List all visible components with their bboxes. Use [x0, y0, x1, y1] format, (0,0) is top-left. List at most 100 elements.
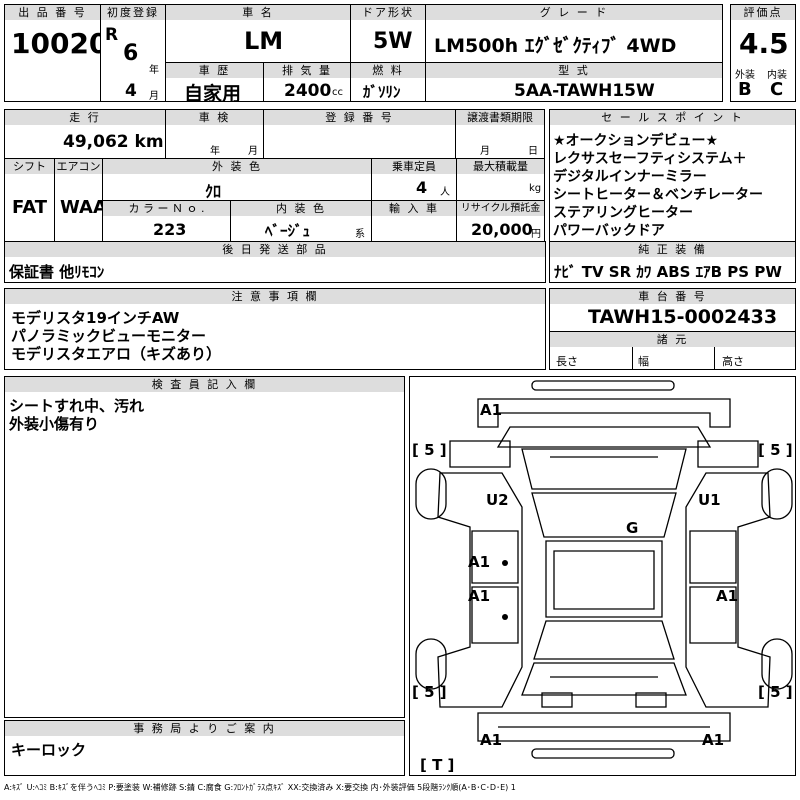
model-value: 5AA-TAWH15W — [514, 81, 655, 101]
sales-line: シートヒーター＆ベンチレーター — [553, 187, 763, 203]
lot-label: 出 品 番 号 — [5, 5, 100, 20]
tire-fr: [ 5 ] — [758, 441, 793, 459]
mileage-value: 49,062 km — [63, 132, 164, 152]
specs-length: 長さ — [556, 355, 578, 368]
capacity-label: 乗車定員 — [372, 159, 456, 174]
mileage-cell: 走 行 49,062 km — [4, 109, 166, 159]
score-int-label: 内装 — [767, 70, 787, 81]
int-color-unit: 系 — [355, 229, 365, 240]
score-cell: 評価点 4.5 外装 内装 B C — [730, 4, 796, 102]
office-value: キーロック — [11, 741, 87, 759]
mark-left-rear: A1 — [468, 587, 491, 605]
inspector-label: 検 査 員 記 入 欄 — [5, 377, 404, 392]
specs-height: 高さ — [722, 355, 744, 368]
score-value: 4.5 — [739, 27, 789, 60]
capacity-unit: 人 — [440, 187, 450, 198]
inspection-month-unit: 月 — [248, 146, 258, 157]
equipment-value: ﾅﾋﾞ TV SR ｶﾜ ABS ｴｱB PS PW — [554, 263, 782, 281]
capacity-value: 4 — [416, 178, 428, 197]
car-name: LM — [244, 27, 284, 55]
capacity-cell: 乗車定員 4 人 — [371, 158, 457, 201]
car-name-cell: 車 名 LM — [165, 4, 351, 63]
score-ext: B — [738, 79, 752, 100]
ext-color-value: ｸﾛ — [205, 182, 222, 201]
later-parts-cell: 後 日 発 送 部 品 保証書 他ﾘﾓｺﾝ — [4, 241, 546, 283]
model-label: 型 式 — [426, 63, 722, 78]
transfer-label: 譲渡書類期限 — [456, 110, 544, 125]
score-ext-label: 外装 — [735, 70, 755, 81]
grade-value: LM500h ｴｸﾞｾﾞｸﾃｨﾌﾞ 4WD — [434, 35, 677, 57]
inspection-label: 車 検 — [166, 110, 263, 125]
equipment-label: 純 正 装 備 — [550, 242, 795, 257]
door-label: ドア形状 — [351, 5, 425, 20]
shift-value: FAT — [12, 197, 48, 218]
mark-left-mid: A1 — [468, 553, 491, 571]
tire-fl: [ 5 ] — [412, 441, 447, 459]
lot-cell: 出 品 番 号 10020 — [4, 4, 101, 102]
car-name-label: 車 名 — [166, 5, 350, 20]
caution-line: モデリスタエアロ（キズあり） — [11, 345, 222, 363]
inspection-year-unit: 年 — [210, 146, 220, 157]
history-label: 車 歴 — [166, 63, 263, 78]
first-reg-label: 初度登録 — [101, 5, 165, 20]
sales-points-cell: セ ー ル ス ポ イ ン ト ★オークションデビュー★ レクサスセーフティシス… — [549, 109, 796, 242]
first-reg-month-unit: 月 — [149, 91, 159, 102]
color-no-cell: カ ラ ー Ｎ ｏ . 223 — [102, 200, 231, 242]
first-reg-year-unit: 年 — [149, 65, 159, 76]
score-int: C — [770, 79, 784, 100]
ac-value: WAA — [60, 197, 103, 218]
legend: A:ｷｽﾞ U:ﾍｺﾐ B:ｷｽﾞを伴うﾍｺﾐ P:要塗装 W:補修跡 S:錆 … — [4, 783, 516, 792]
caution-line: モデリスタ19インチAW — [11, 309, 180, 327]
mark-front: A1 — [480, 401, 503, 419]
recycle-unit: 円 — [531, 229, 541, 240]
fuel-cell: 燃 料 ｶﾞｿﾘﾝ — [350, 62, 426, 102]
sales-line: ステアリングヒーター — [553, 205, 693, 221]
max-load-cell: 最大積載量 kg — [456, 158, 545, 201]
door-cell: ドア形状 5W — [350, 4, 426, 63]
caution-line: パノラミックビューモニター — [11, 327, 207, 345]
chassis-label: 車 台 番 号 — [550, 289, 795, 304]
fuel-value: ｶﾞｿﾘﾝ — [363, 83, 401, 101]
office-label: 事 務 局 よ り ご 案 内 — [5, 721, 404, 736]
inspector-line: シートすれ中、汚れ — [9, 397, 145, 415]
ac-cell: エアコン WAA — [54, 158, 103, 242]
inspector-cell: 検 査 員 記 入 欄 シートすれ中、汚れ 外装小傷有り — [4, 376, 405, 718]
color-no-label: カ ラ ー Ｎ ｏ . — [103, 201, 230, 216]
sales-line: パワーバックドア — [553, 223, 665, 239]
transfer-month-unit: 月 — [480, 146, 490, 157]
tire-rl: [ 5 ] — [412, 683, 447, 701]
mark-right-front: U1 — [698, 491, 721, 509]
car-outline — [415, 380, 793, 759]
first-reg-cell: 初度登録 R 6 年 4 月 — [100, 4, 166, 102]
int-color-label: 内 装 色 — [231, 201, 371, 216]
specs-label: 諸 元 — [550, 332, 795, 347]
displacement-unit: cc — [332, 87, 343, 98]
displacement-label: 排 気 量 — [264, 63, 350, 78]
sales-line: デジタルインナーミラー — [553, 169, 707, 185]
import-cell: 輸 入 車 — [371, 200, 457, 242]
fuel-label: 燃 料 — [351, 63, 425, 78]
ext-color-cell: 外 装 色 ｸﾛ — [102, 158, 372, 201]
transfer-cell: 譲渡書類期限 月 日 — [455, 109, 545, 159]
chassis-cell: 車 台 番 号 TAWH15-0002433 — [549, 288, 796, 332]
first-reg-era: R — [105, 25, 119, 45]
displacement-cell: 排 気 量 2400 cc — [263, 62, 351, 102]
int-color-cell: 内 装 色 ﾍﾞｰｼﾞｭ 系 — [230, 200, 372, 242]
caution-cell: 注 意 事 項 欄 モデリスタ19インチAW パノラミックビューモニター モデリ… — [4, 288, 546, 370]
inspection-cell: 車 検 年 月 — [165, 109, 264, 159]
model-cell: 型 式 5AA-TAWH15W — [425, 62, 723, 102]
sales-label: セ ー ル ス ポ イ ン ト — [550, 110, 795, 125]
ext-color-label: 外 装 色 — [103, 159, 371, 174]
chassis-value: TAWH15-0002433 — [588, 306, 778, 328]
inspector-line: 外装小傷有り — [9, 415, 100, 433]
door-value: 5W — [373, 29, 413, 54]
int-color-value: ﾍﾞｰｼﾞｭ — [265, 222, 311, 240]
displacement-value: 2400 — [284, 81, 332, 101]
mark-rear-left: A1 — [480, 731, 503, 749]
later-parts-label: 後 日 発 送 部 品 — [5, 242, 545, 257]
grade-label: グ レ ー ド — [426, 5, 722, 20]
later-parts-value: 保証書 他ﾘﾓｺﾝ — [9, 263, 105, 281]
ac-label: エアコン — [55, 159, 102, 174]
mark-roof: G — [626, 519, 639, 537]
import-label: 輸 入 車 — [372, 201, 456, 216]
